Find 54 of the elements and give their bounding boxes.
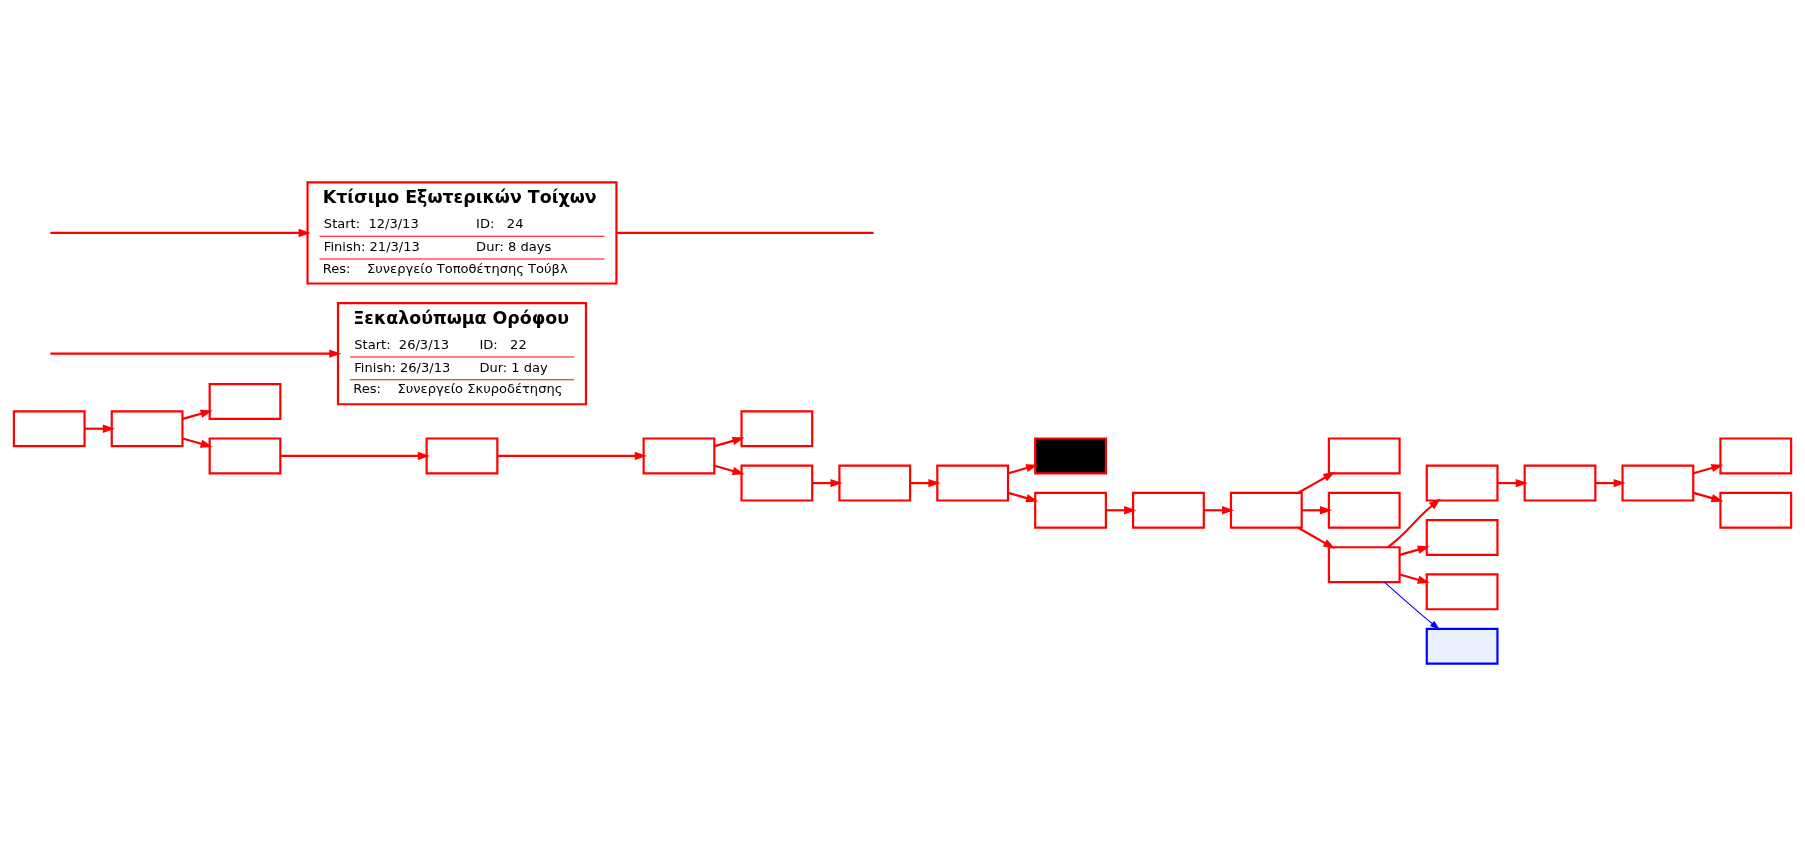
node-box — [1034, 491, 1107, 529]
node-box — [1132, 491, 1205, 529]
arrow — [1297, 471, 1336, 494]
node-box — [1327, 546, 1401, 584]
arrow — [1399, 573, 1430, 584]
arrow — [182, 409, 213, 420]
node-box: Κτίσιμο Εξωτερικών Τοίχων Start: 12/3/13 ID: 24 Finish: 21/3/13 Dur: 8 days Res: Συνεργείο Τοποθέτησης Τούβλ — [306, 181, 618, 285]
arrow — [50, 228, 311, 238]
node-box: Ξεκαλούπωμα Ορόφου Start: 26/3/13 ID: 22 Finish: 26/3/13 Dur: 1 day Res: Συνεργείο Σκυροδέτησης — [336, 302, 588, 406]
node-box — [12, 410, 86, 448]
node-box — [1719, 437, 1793, 475]
arrow — [50, 349, 342, 358]
arrow — [1497, 478, 1528, 488]
node-box — [1719, 491, 1793, 529]
arrow — [1106, 506, 1137, 515]
arrow — [1399, 545, 1430, 556]
arrow — [812, 478, 843, 488]
connector — [616, 231, 874, 234]
node-box — [1327, 491, 1401, 529]
arrow — [1693, 491, 1724, 503]
node-box — [936, 464, 1010, 502]
node-box — [1425, 573, 1499, 611]
node-box — [1425, 627, 1499, 665]
arrow — [1693, 464, 1724, 475]
arrow — [1301, 506, 1332, 515]
arrow — [497, 451, 647, 461]
node-box — [208, 383, 282, 420]
arrow — [714, 464, 745, 475]
node-box — [642, 437, 716, 475]
arrow — [182, 437, 213, 448]
node-box — [1229, 491, 1303, 529]
arrow — [1204, 506, 1235, 515]
node-box — [1327, 437, 1401, 475]
node-box — [838, 464, 912, 502]
node-box — [740, 464, 814, 502]
node-box — [740, 410, 814, 448]
arrow — [1008, 464, 1039, 475]
node-box — [1425, 464, 1499, 502]
node-box — [1425, 519, 1499, 556]
arrow — [1297, 526, 1336, 549]
node-box — [208, 437, 282, 475]
arrow — [1387, 498, 1441, 549]
node-box — [1034, 437, 1107, 475]
arrow — [1008, 491, 1039, 503]
arrow — [84, 424, 115, 433]
arrow — [714, 436, 745, 448]
node-box — [1523, 464, 1597, 502]
arrow — [1383, 581, 1440, 630]
arrow — [1595, 478, 1626, 488]
arrow — [280, 451, 430, 461]
node-box — [110, 410, 184, 448]
node-box — [425, 437, 499, 475]
arrow — [910, 478, 941, 488]
node-box — [1621, 464, 1695, 502]
